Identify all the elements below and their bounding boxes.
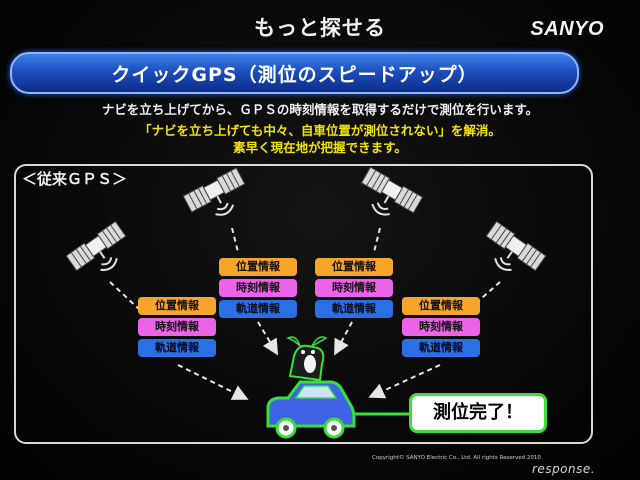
driver-character-icon <box>286 336 328 382</box>
time-info-label: 時刻情報 <box>219 279 297 297</box>
orbit-info-label: 軌道情報 <box>138 339 216 357</box>
orbit-info-label: 軌道情報 <box>402 339 480 357</box>
slide-title: もっと探せる <box>254 16 386 40</box>
description-line-1: ナビを立ち上げてから、ＧＰＳの時刻情報を取得するだけで測位を行います。 <box>101 102 539 117</box>
topic-banner: クイックGPS（測位のスピードアップ） <box>10 52 579 94</box>
orbit-info-label: 軌道情報 <box>219 300 297 318</box>
copyright-text: Copyright© SANYO Electric Co., Ltd. All … <box>372 455 541 461</box>
watermark-logo: response. <box>532 462 596 476</box>
diagram-label: ＜従来ＧＰＳ＞ <box>22 170 128 188</box>
satellite-icon <box>65 220 137 286</box>
satellite-icon <box>475 220 547 286</box>
brand-logo: SANYO <box>530 18 604 40</box>
satellite-icon <box>182 166 254 229</box>
diagram-panel <box>14 164 593 444</box>
time-info-label: 時刻情報 <box>138 318 216 336</box>
satellite-info-box: 位置情報 時刻情報 軌道情報 <box>219 258 297 321</box>
banner-text: クイックGPS（測位のスピードアップ） <box>111 64 478 86</box>
description-line-2: 「ナビを立ち上げても中々、自車位置が測位されない」を解消。 <box>139 123 501 138</box>
satellite-info-box: 位置情報 時刻情報 軌道情報 <box>315 258 393 321</box>
position-info-label: 位置情報 <box>315 258 393 276</box>
time-info-label: 時刻情報 <box>315 279 393 297</box>
car-icon <box>266 380 356 439</box>
orbit-info-label: 軌道情報 <box>315 300 393 318</box>
positioning-complete-label: 測位完了！ <box>409 393 547 433</box>
description-line-3: 素早く現在地が把握できます。 <box>233 140 407 155</box>
satellite-icon <box>351 166 424 229</box>
position-info-label: 位置情報 <box>219 258 297 276</box>
satellite-info-box: 位置情報 時刻情報 軌道情報 <box>402 297 480 360</box>
position-info-label: 位置情報 <box>402 297 480 315</box>
satellite-info-box: 位置情報 時刻情報 軌道情報 <box>138 297 216 360</box>
position-info-label: 位置情報 <box>138 297 216 315</box>
time-info-label: 時刻情報 <box>402 318 480 336</box>
